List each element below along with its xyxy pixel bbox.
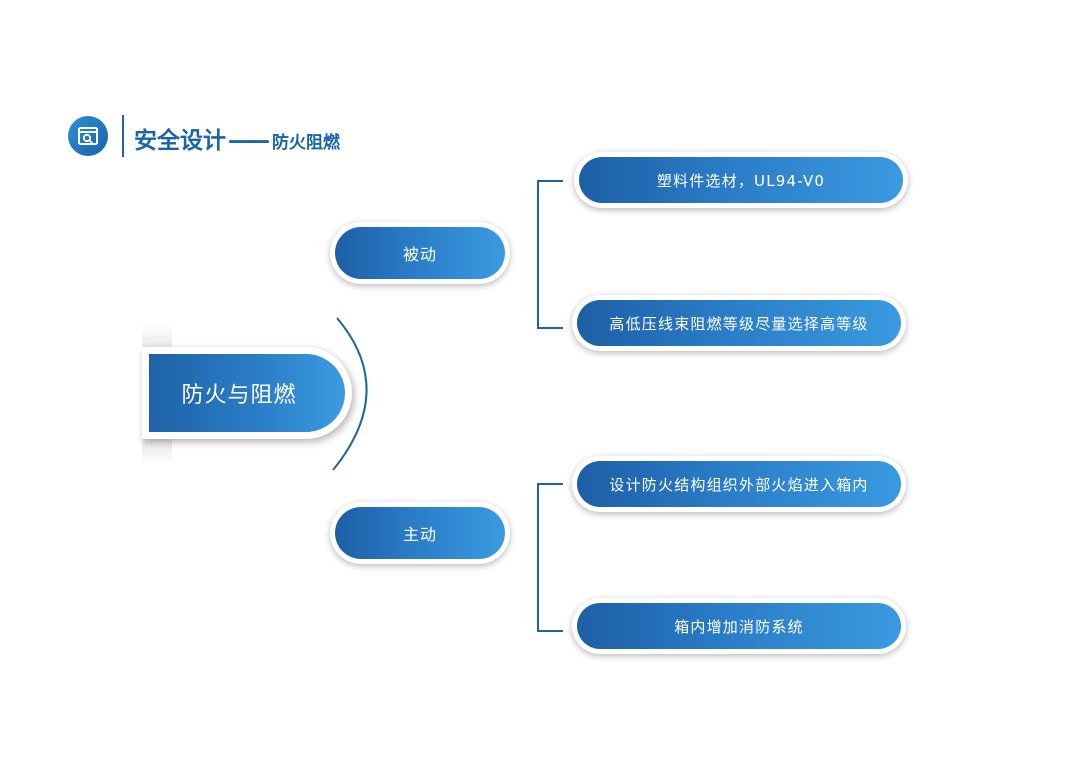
leaf-node-active-2: 箱内增加消防系统 [572, 598, 906, 654]
leaf-node-passive-1: 塑料件选材，UL94-V0 [574, 152, 908, 208]
page-title-main: 安全设计 [134, 128, 226, 154]
branch-pill-passive: 被动 [335, 227, 505, 279]
leaf-pill-passive-2: 高低压线束阻燃等级尽量选择高等级 [577, 300, 901, 346]
page-title-subtitle: 防火阻燃 [272, 133, 340, 153]
center-node: 防火与阻燃 [142, 347, 352, 439]
leaf-label-passive-1: 塑料件选材，UL94-V0 [656, 171, 826, 190]
center-arc [332, 317, 368, 471]
leaf-pill-passive-1: 塑料件选材，UL94-V0 [579, 157, 903, 203]
search-window-glyph [78, 127, 98, 145]
leaf-pill-active-1: 设计防火结构组织外部火焰进入箱内 [577, 461, 901, 507]
header-divider [122, 115, 124, 157]
branch-label-passive: 被动 [402, 245, 437, 264]
bracket-passive [537, 180, 563, 329]
branch-label-active: 主动 [402, 525, 437, 544]
page-title: 安全设计 —— 防火阻燃 [134, 121, 340, 154]
branch-pill-active: 主动 [335, 507, 505, 559]
center-node-pill: 防火与阻燃 [149, 354, 345, 432]
branch-node-passive: 被动 [330, 222, 510, 284]
search-window-icon [68, 116, 108, 156]
leaf-node-passive-2: 高低压线束阻燃等级尽量选择高等级 [572, 295, 906, 351]
bracket-active [537, 483, 563, 632]
center-node-label: 防火与阻燃 [181, 383, 297, 408]
leaf-label-active-2: 箱内增加消防系统 [674, 617, 804, 636]
leaf-label-active-1: 设计防火结构组织外部火焰进入箱内 [609, 475, 869, 494]
leaf-node-active-1: 设计防火结构组织外部火焰进入箱内 [572, 456, 906, 512]
branch-node-active: 主动 [330, 502, 510, 564]
leaf-pill-active-2: 箱内增加消防系统 [577, 603, 901, 649]
leaf-label-passive-2: 高低压线束阻燃等级尽量选择高等级 [609, 314, 869, 333]
page-title-dash: —— [228, 128, 270, 154]
